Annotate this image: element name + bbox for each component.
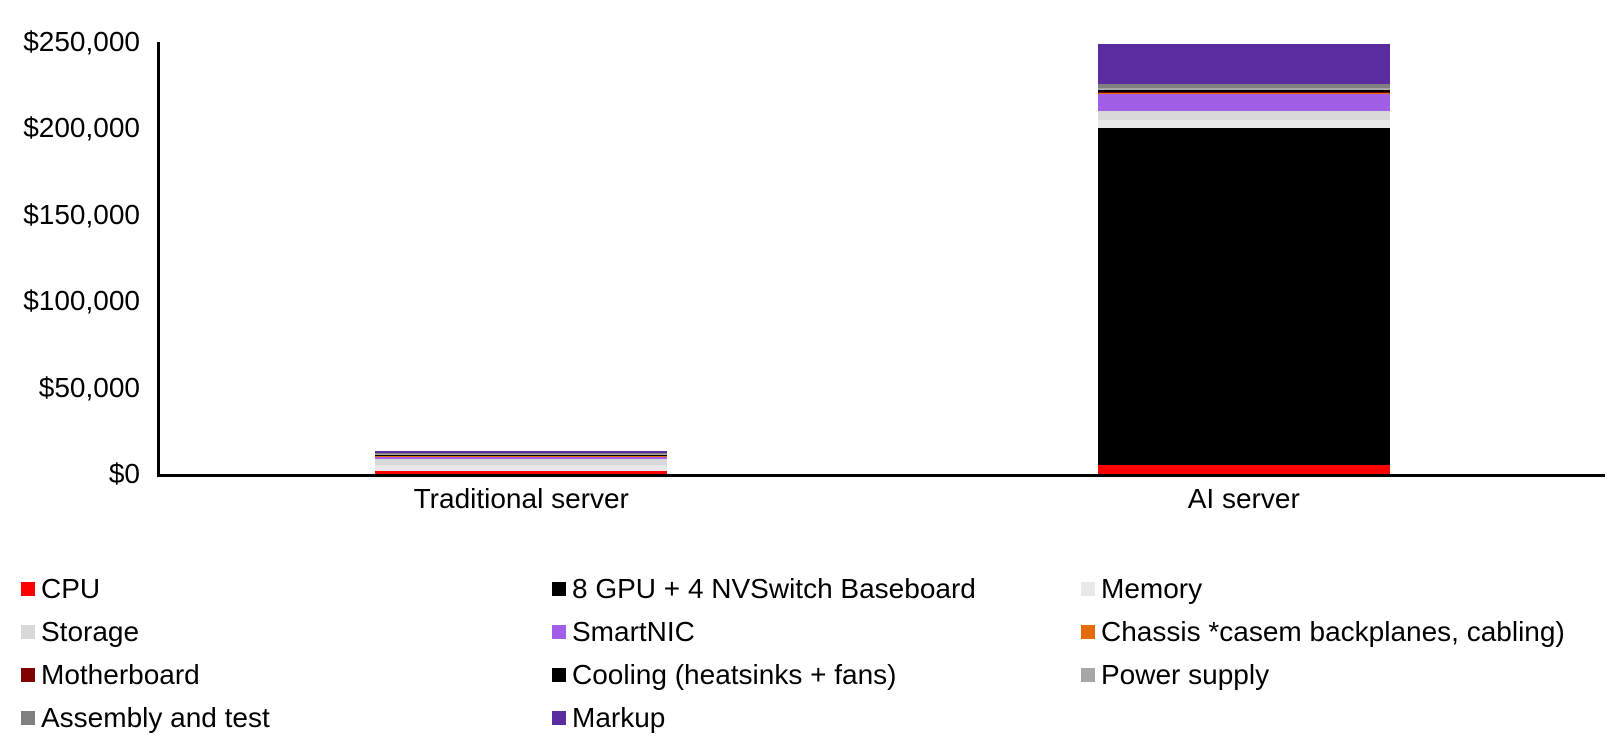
legend-label: Assembly and test	[41, 702, 270, 733]
bar-segment-cpu	[1097, 465, 1390, 474]
bar-segment-power-supply	[375, 454, 668, 456]
x-axis-category-label: AI server	[1187, 483, 1300, 514]
bar-segment-markup	[1097, 44, 1390, 85]
bar-segment-cpu	[375, 471, 668, 474]
y-axis-tick-label: $100,000	[23, 285, 140, 317]
y-axis-tick-label: $250,000	[23, 26, 140, 57]
y-axis-tick-label: $150,000	[23, 198, 140, 230]
bar-segment-8-gpu-4-nvswitch-baseboard	[1097, 128, 1390, 466]
legend-label: SmartNIC	[572, 616, 695, 647]
legend-item-storage: Storage	[21, 615, 552, 649]
legend-item-markup: Markup	[552, 701, 1081, 735]
bar-segment-assembly-and-test	[375, 453, 668, 455]
legend-label: CPU	[41, 573, 101, 604]
legend-item-8-gpu-4-nvswitch-baseboard: 8 GPU + 4 NVSwitch Baseboard	[552, 572, 1081, 606]
legend-swatch-chassis-casem-backplanes-cabling	[1081, 625, 1095, 639]
legend-item-memory: Memory	[1081, 572, 1611, 606]
y-axis-tick-label: $50,000	[38, 371, 140, 403]
bar-segment-memory	[1097, 119, 1390, 129]
legend-label: Cooling (heatsinks + fans)	[572, 659, 897, 690]
bar-segment-chassis-casem-backplanes-cabling	[1097, 92, 1390, 94]
bar-segment-storage	[375, 459, 668, 466]
bar-segment-power-supply	[1097, 87, 1390, 91]
legend-label: Chassis *casem backplanes, cabling)	[1101, 616, 1565, 647]
legend-label: 8 GPU + 4 NVSwitch Baseboard	[572, 573, 976, 604]
legend-swatch-8-gpu-4-nvswitch-baseboard	[552, 582, 566, 596]
legend-item-power-supply: Power supply	[1081, 658, 1611, 692]
legend-item-cooling-heatsinks-fans: Cooling (heatsinks + fans)	[552, 658, 1081, 692]
legend-item-chassis-casem-backplanes-cabling: Chassis *casem backplanes, cabling)	[1081, 615, 1611, 649]
legend-swatch-storage	[21, 625, 35, 639]
bar-ai-server	[1097, 44, 1390, 474]
legend-swatch-power-supply	[1081, 668, 1095, 682]
legend-swatch-cpu	[21, 582, 35, 596]
x-axis-category-label: Traditional server	[413, 483, 629, 514]
legend-swatch-memory	[1081, 582, 1095, 596]
legend-item-cpu: CPU	[21, 572, 552, 606]
y-axis-tick-label: $200,000	[23, 112, 140, 144]
legend-label: Motherboard	[41, 659, 200, 690]
legend-item-smartnic: SmartNIC	[552, 615, 1081, 649]
bar-segment-smartnic	[375, 457, 668, 460]
bar-segment-smartnic	[1097, 93, 1390, 112]
bar-segment-assembly-and-test	[1097, 84, 1390, 88]
legend-label: Markup	[572, 702, 666, 733]
legend-label: Power supply	[1101, 659, 1270, 690]
bar-segment-chassis-casem-backplanes-cabling	[375, 456, 668, 458]
legend-swatch-motherboard	[21, 668, 35, 682]
bar-segment-motherboard	[1097, 91, 1390, 93]
bar-segment-markup	[375, 451, 668, 454]
legend-swatch-cooling-heatsinks-fans	[552, 668, 566, 682]
bar-segment-cooling-heatsinks-fans	[375, 455, 668, 456]
legend-item-assembly-and-test: Assembly and test	[21, 701, 552, 735]
bar-segment-memory	[375, 465, 668, 472]
bar-traditional-server	[375, 451, 668, 474]
legend-swatch-markup	[552, 711, 566, 725]
legend-item-motherboard: Motherboard	[21, 658, 552, 692]
legend-swatch-smartnic	[552, 625, 566, 639]
y-axis-tick-label: $0	[108, 458, 140, 489]
legend-swatch-assembly-and-test	[21, 711, 35, 725]
plot-area	[157, 42, 1605, 477]
bar-segment-motherboard	[375, 455, 668, 457]
legend-label: Storage	[41, 616, 140, 647]
legend-label: Memory	[1101, 573, 1203, 604]
bar-segment-storage	[1097, 111, 1390, 120]
bar-segment-cooling-heatsinks-fans	[1097, 90, 1390, 92]
